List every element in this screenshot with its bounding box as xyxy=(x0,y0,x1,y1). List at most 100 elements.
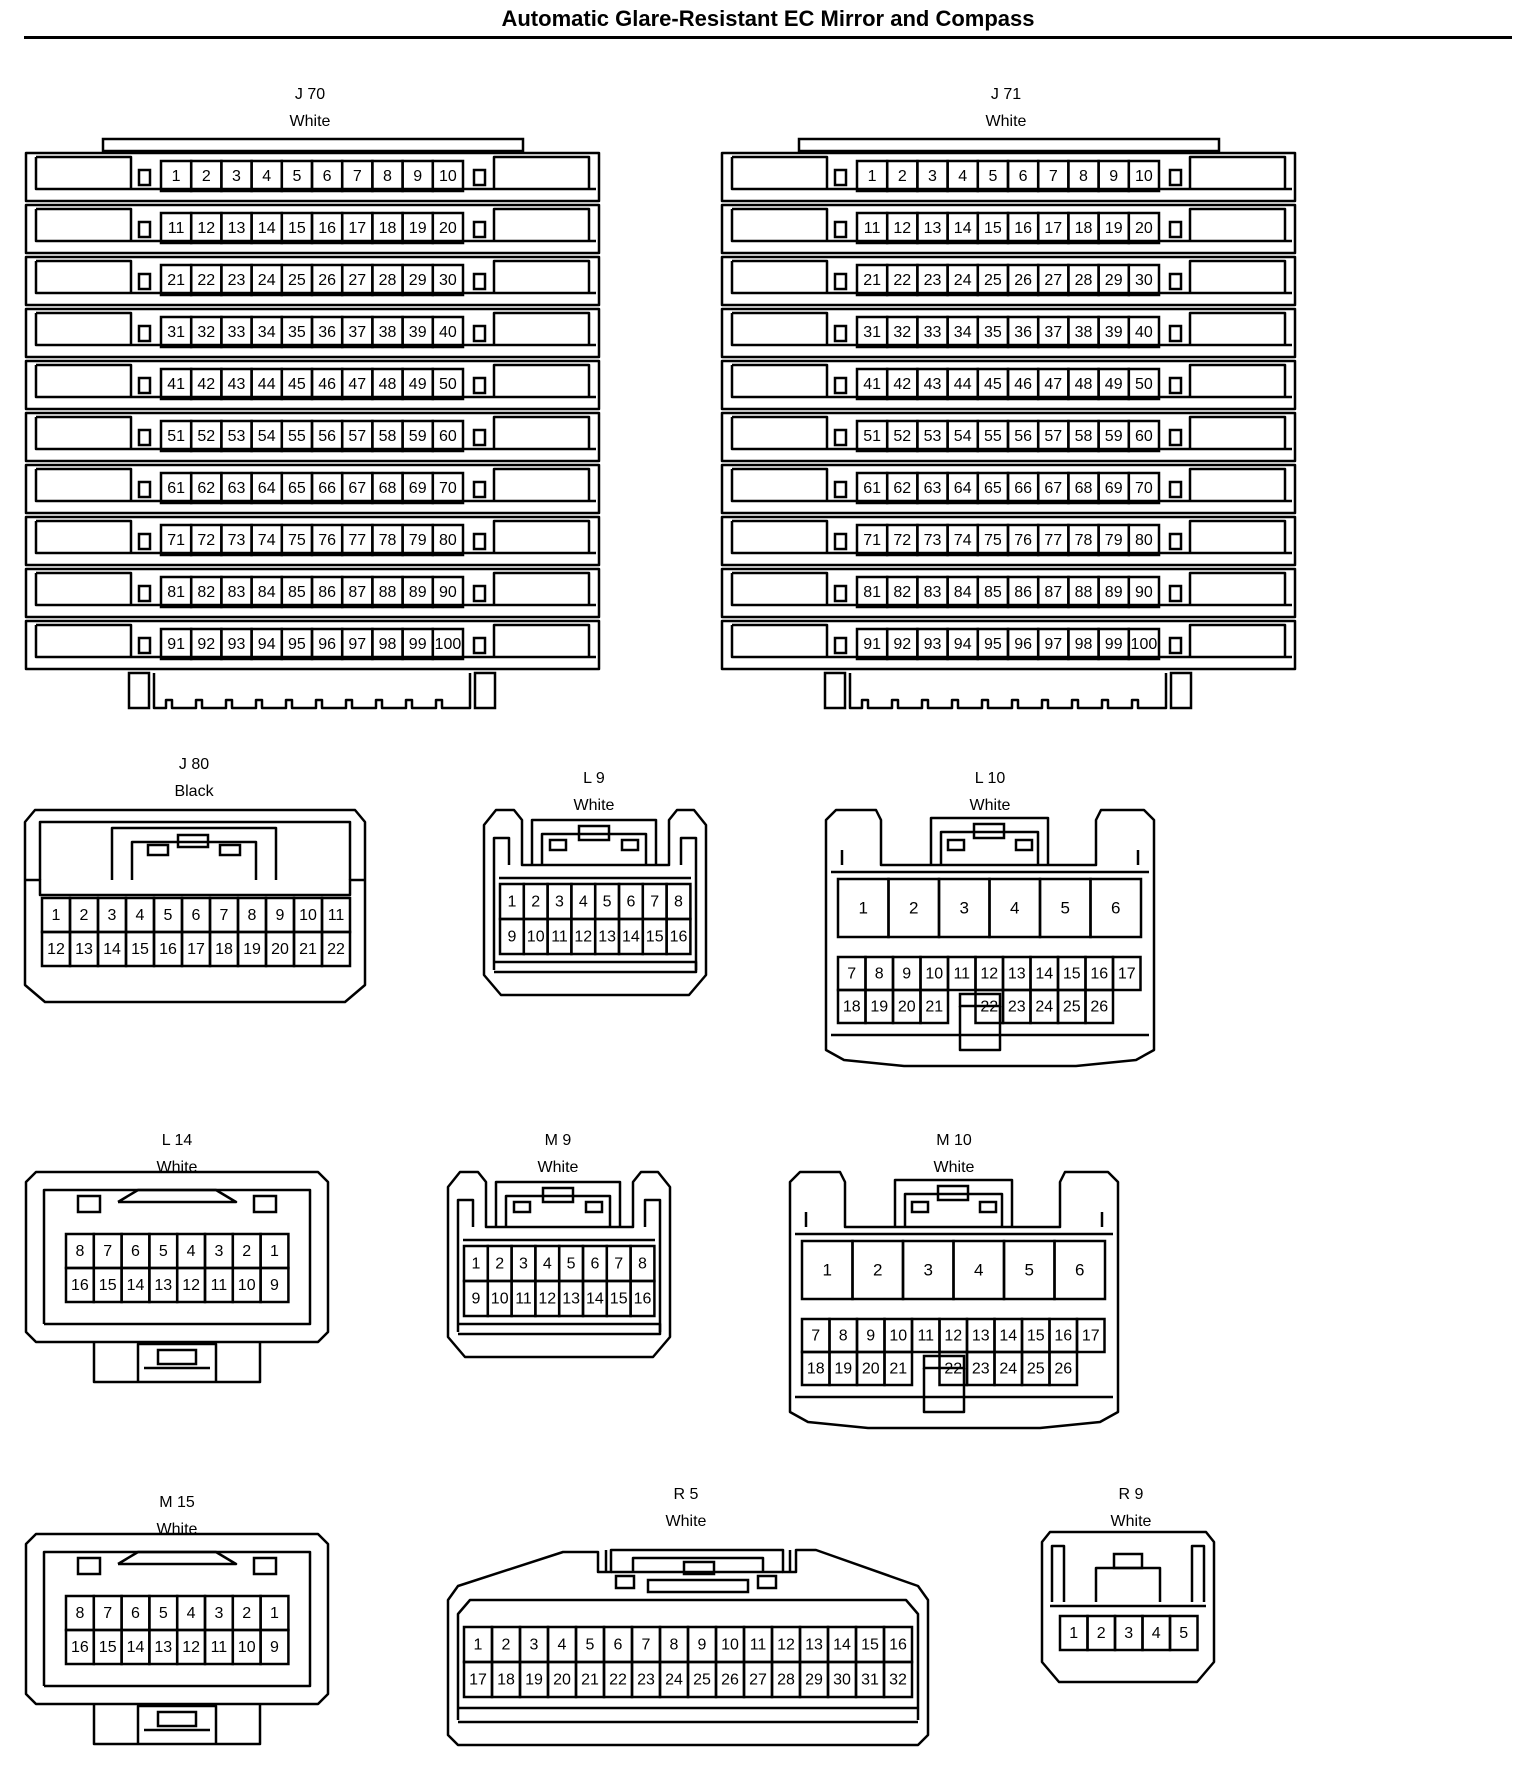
pin-number: 4 xyxy=(1152,1625,1161,1642)
row-tab-right xyxy=(492,623,591,657)
pin-number: 56 xyxy=(1014,428,1032,445)
latch-inner xyxy=(540,832,648,865)
row-lock-right xyxy=(1168,584,1183,603)
pin-cell: 22 xyxy=(885,263,919,297)
pin-number: 74 xyxy=(258,532,276,549)
pin-number: 14 xyxy=(622,929,640,946)
pin-cell: 47 xyxy=(1036,367,1070,401)
pin-number: 20 xyxy=(1135,220,1153,237)
pin-number: 36 xyxy=(1014,324,1032,341)
pin-cell: 80 xyxy=(1127,523,1161,557)
pin-number: 85 xyxy=(984,584,1002,601)
pin-cell: 5 xyxy=(593,882,621,921)
row-lip xyxy=(34,573,596,607)
pin-number: 99 xyxy=(1105,636,1123,653)
pin-cell: 3 xyxy=(916,159,949,193)
pin-number: 31 xyxy=(167,324,185,341)
pin-cell: 2 xyxy=(231,1232,262,1270)
pin-cell: 77 xyxy=(1036,523,1070,557)
bottom-post-left xyxy=(127,671,151,710)
row-lock-right xyxy=(472,168,487,187)
pin-cell: 25 xyxy=(1056,988,1087,1025)
bottom-latch xyxy=(136,1342,218,1382)
row-lock-right xyxy=(1168,272,1183,291)
pin-number: 39 xyxy=(409,324,427,341)
pin-cell: 65 xyxy=(976,471,1010,505)
row-tab-left xyxy=(732,571,829,605)
pin-cell: 17 xyxy=(180,930,212,968)
pin-number: 33 xyxy=(228,324,246,341)
pin-number: 82 xyxy=(197,584,215,601)
key-post xyxy=(958,1006,1002,1052)
pin-number: 12 xyxy=(538,1291,556,1308)
pin-number: 90 xyxy=(439,584,457,601)
pin-number: 9 xyxy=(413,168,422,185)
pin-cell: 13 xyxy=(798,1625,830,1664)
pin-number: 25 xyxy=(1027,1361,1045,1378)
pin-number: 8 xyxy=(383,168,392,185)
latch-lug-left xyxy=(512,1200,532,1214)
pin-number: 12 xyxy=(980,966,998,983)
pin-number: 12 xyxy=(182,1277,200,1294)
row-tab-left xyxy=(36,363,133,397)
pin-number: 13 xyxy=(228,220,246,237)
pin-cell: 29 xyxy=(798,1660,830,1699)
row-tab-left xyxy=(732,363,829,397)
pin-cell: 3 xyxy=(518,1625,550,1664)
housing xyxy=(482,808,708,997)
pin-number: 24 xyxy=(665,1672,683,1689)
pin-cell: 35 xyxy=(976,315,1010,349)
row-lip xyxy=(34,417,596,451)
row-tab-right xyxy=(492,311,591,345)
pin-cell: 12 xyxy=(189,211,223,245)
pin-number: 78 xyxy=(379,532,397,549)
pin-cell: 11 xyxy=(203,1266,235,1304)
row-tab-right xyxy=(1188,363,1287,397)
pin-cell: 64 xyxy=(946,471,980,505)
row-lock-right xyxy=(1168,636,1183,655)
connector-color: White xyxy=(538,1159,579,1176)
pin-number: 63 xyxy=(924,480,942,497)
pin-cell: 39 xyxy=(1097,315,1131,349)
pin-cell: 37 xyxy=(340,315,374,349)
latch-bump xyxy=(541,1186,575,1204)
latch-bump xyxy=(682,1560,716,1576)
pin-number: 8 xyxy=(875,966,884,983)
ear-right xyxy=(643,1198,662,1332)
pin-number: 20 xyxy=(862,1361,880,1378)
housing xyxy=(824,808,1156,1068)
pin-cell: 5 xyxy=(280,159,314,193)
pin-cell: 34 xyxy=(250,315,284,349)
pin-number: 21 xyxy=(925,999,943,1016)
pin-number: 15 xyxy=(131,941,149,958)
pin-number: 16 xyxy=(159,941,177,958)
connector-color: White xyxy=(666,1513,707,1530)
pin-box xyxy=(431,263,465,297)
pin-number: 1 xyxy=(823,1260,832,1279)
pin-cell: 23 xyxy=(965,1350,996,1387)
pin-number: 13 xyxy=(1008,966,1026,983)
housing xyxy=(24,1170,330,1344)
pin-cell: 24 xyxy=(993,1350,1024,1387)
pin-box xyxy=(1127,523,1161,557)
pin-cell: 4 xyxy=(952,1239,1006,1301)
pin-cell: 41 xyxy=(855,367,889,401)
pin-cell: 56 xyxy=(1006,419,1040,453)
pin-cell: 67 xyxy=(1036,471,1070,505)
housing xyxy=(23,808,367,1004)
row-lock-right xyxy=(1168,220,1183,239)
pin-cell: 10 xyxy=(486,1279,513,1318)
pin-number: 18 xyxy=(215,941,233,958)
pin-number: 17 xyxy=(1082,1328,1100,1345)
pin-cell: 66 xyxy=(1006,471,1040,505)
pin-number: 16 xyxy=(1054,1328,1072,1345)
pin-number: 54 xyxy=(258,428,276,445)
connector-id: L 14 xyxy=(162,1132,193,1149)
pin-cell: 35 xyxy=(280,315,314,349)
pin-number: 89 xyxy=(409,584,427,601)
ear-right xyxy=(679,836,698,970)
